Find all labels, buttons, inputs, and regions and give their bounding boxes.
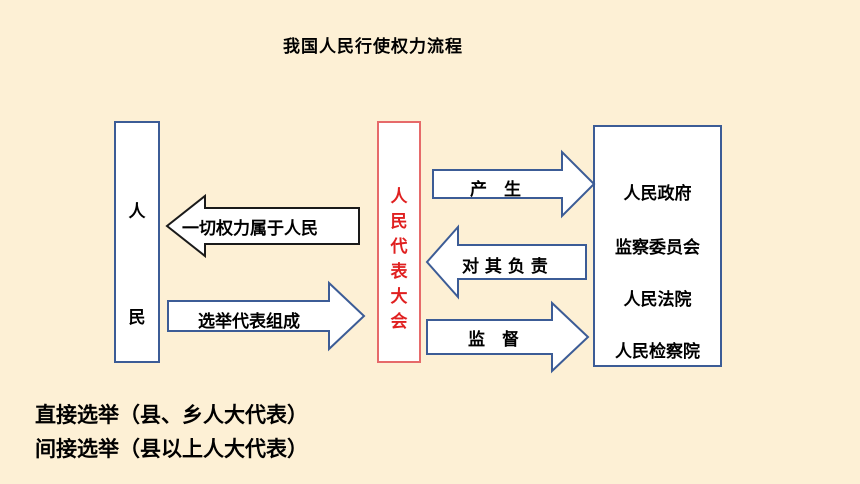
arrow-responsible-label: 对 其 负 责	[462, 257, 548, 277]
arrow-elect	[167, 280, 366, 352]
organ-procuratorate: 人民检察院	[615, 342, 700, 362]
organ-court: 人民法院	[623, 290, 692, 310]
organ-government: 人民政府	[623, 184, 692, 204]
congress-char: 民	[390, 212, 408, 232]
arrow-belongs-label: 一切权力属于人民	[182, 219, 318, 239]
arrow-responsible	[425, 224, 587, 300]
state-organs-box: 人民政府 监察委员会 人民法院 人民检察院	[593, 125, 722, 367]
people-char-1: 人	[128, 202, 146, 222]
arrow-supervise	[426, 300, 590, 374]
arrow-elect-label: 选举代表组成	[198, 312, 300, 332]
arrow-belongs	[165, 193, 360, 259]
congress-char: 代	[390, 237, 408, 257]
people-box: 人 民	[114, 121, 160, 363]
note-indirect-election: 间接选举（县以上人大代表）	[35, 437, 308, 461]
congress-char: 会	[390, 312, 408, 332]
congress-label: 人 民 代 表 大 会	[379, 185, 419, 335]
congress-char: 大	[390, 287, 408, 307]
arrow-produce	[432, 149, 596, 219]
arrow-supervise-label: 监 督	[468, 330, 519, 350]
note-direct-election: 直接选举（县、乡人大代表）	[35, 403, 308, 427]
people-char-2: 民	[128, 308, 146, 328]
organ-supervisory-commission: 监察委员会	[615, 238, 700, 258]
congress-box: 人 民 代 表 大 会	[377, 121, 421, 363]
arrow-produce-label: 产 生	[470, 180, 521, 200]
congress-char: 人	[390, 187, 408, 207]
diagram-title: 我国人民行使权力流程	[283, 37, 463, 57]
congress-char: 表	[390, 262, 408, 282]
